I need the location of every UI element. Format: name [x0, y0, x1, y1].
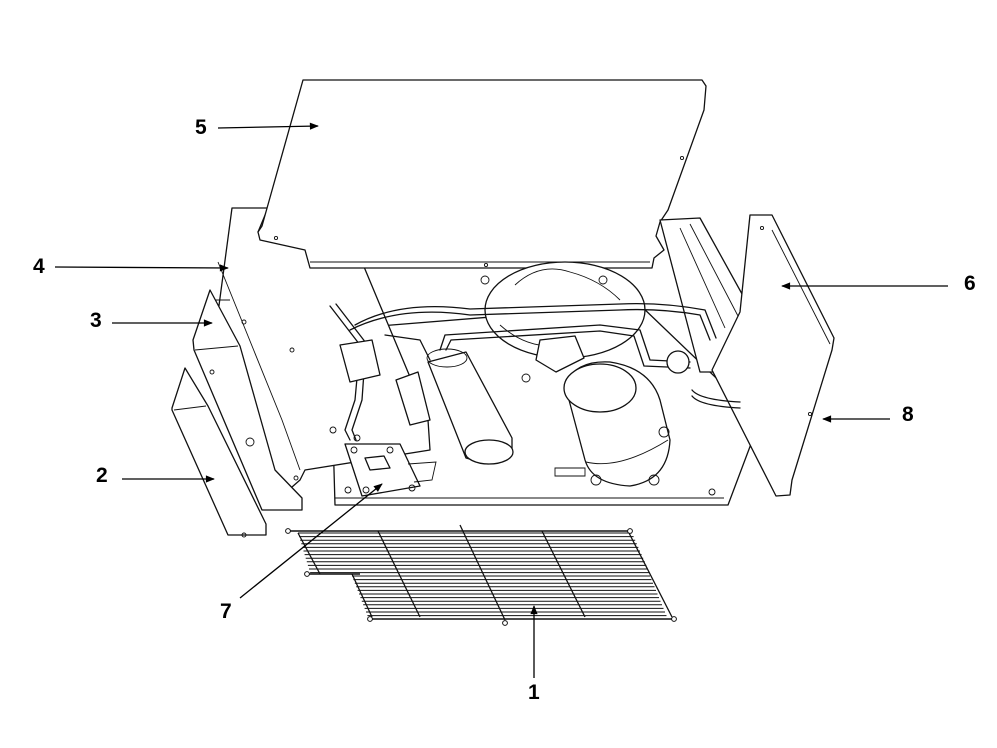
grille-wire: [541, 530, 586, 618]
grille-knob: [367, 616, 373, 622]
callout-8: 8: [902, 403, 914, 426]
grille-wire: [297, 532, 321, 575]
callout-6: 6: [964, 272, 976, 295]
grille-wire: [627, 530, 673, 618]
leader-lines: [54, 122, 948, 678]
grille-knob: [627, 528, 633, 534]
grille-wire: [377, 530, 421, 618]
callout-2: 2: [96, 464, 108, 487]
compressor: [563, 361, 671, 487]
drier-cylinder: [426, 348, 514, 465]
leader-4: [54, 264, 229, 272]
leader-5: [217, 122, 319, 130]
grille-wire: [351, 573, 373, 618]
grille-knob: [502, 620, 508, 626]
refrigerant-tubing: [329, 302, 741, 441]
control-bracket: [344, 443, 437, 497]
callout-3: 3: [90, 309, 102, 332]
grille-knob: [304, 571, 310, 577]
grille-wire: [459, 524, 506, 621]
condenser-fan: [480, 261, 646, 383]
wire-grille: [285, 524, 677, 626]
top-cover: [257, 79, 707, 269]
callout-5: 5: [195, 116, 207, 139]
grille-knob: [285, 528, 291, 534]
leader-7: [239, 483, 383, 599]
side-panel-middle: [192, 289, 303, 511]
callout-7: 7: [220, 600, 232, 623]
side-panel-front: [171, 367, 267, 538]
grille-knob: [671, 616, 677, 622]
valve-assembly: [329, 339, 690, 442]
callout-4: 4: [33, 255, 45, 278]
callout-1: 1: [528, 681, 540, 704]
side-panel-right: [711, 214, 835, 497]
